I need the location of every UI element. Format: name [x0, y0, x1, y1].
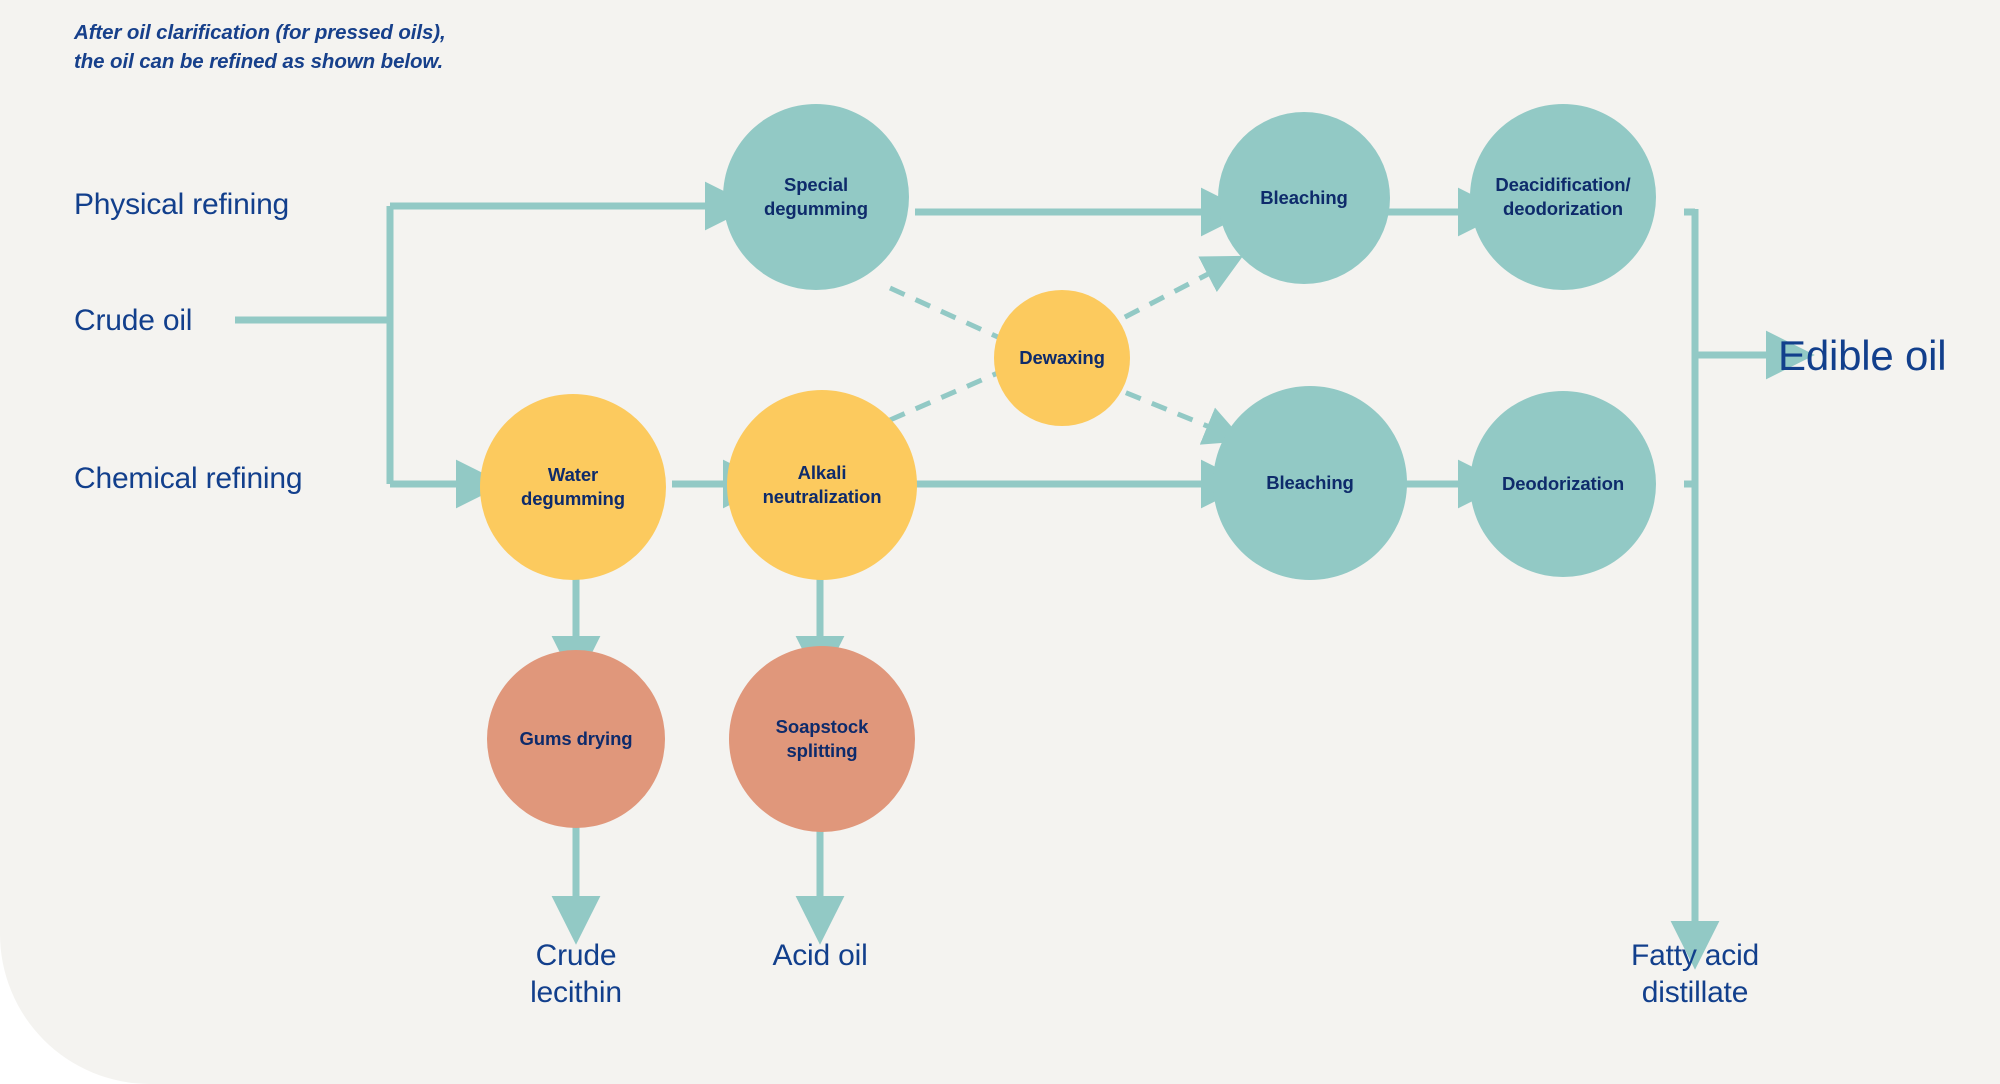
node-bleaching-bottom[interactable]: Bleaching	[1213, 386, 1407, 580]
node-dewaxing[interactable]: Dewaxing	[994, 290, 1130, 426]
output-edible-oil: Edible oil	[1778, 332, 1947, 379]
node-deacidification-deodorization[interactable]: Deacidification/ deodorization	[1470, 104, 1656, 290]
node-bleaching-bottom-label: Bleaching	[1266, 471, 1354, 493]
label-chemical-refining: Chemical refining	[74, 462, 303, 495]
node-bleaching-top-label: Bleaching	[1260, 186, 1348, 208]
node-deodorization[interactable]: Deodorization	[1470, 391, 1656, 577]
output-fatty-acid-distillate: Fatty acid distillate	[1630, 939, 1760, 1009]
node-dewaxing-label: Dewaxing	[1019, 346, 1105, 368]
label-crude-oil: Crude oil	[74, 304, 193, 337]
node-bleaching-top[interactable]: Bleaching	[1218, 112, 1390, 284]
caption-line-1: After oil clarification (for pressed oil…	[74, 21, 446, 44]
node-special-degumming-label: Special degumming	[764, 173, 868, 219]
node-special-degumming[interactable]: Special degumming	[723, 104, 909, 290]
node-alkali-neutralization-label: Alkali neutralization	[762, 461, 882, 507]
node-gums-drying-label: Gums drying	[519, 727, 633, 749]
node-soapstock-splitting[interactable]: Soapstock splitting	[729, 646, 915, 832]
node-alkali-neutralization[interactable]: Alkali neutralization	[727, 390, 917, 580]
output-crude-lecithin: Crude lecithin	[530, 939, 622, 1009]
node-gums-drying[interactable]: Gums drying	[487, 650, 665, 828]
node-deodorization-label: Deodorization	[1501, 472, 1625, 494]
node-water-degumming-label: Water degumming	[521, 463, 625, 509]
caption: After oil clarification (for pressed oil…	[74, 18, 634, 76]
output-acid-oil: Acid oil	[772, 939, 868, 972]
node-deacidification-deodorization-label: Deacidification/ deodorization	[1495, 173, 1631, 219]
node-water-degumming[interactable]: Water degumming	[480, 394, 666, 580]
node-soapstock-splitting-label: Soapstock splitting	[775, 715, 869, 761]
caption-line-2: the oil can be refined as shown below.	[74, 50, 444, 74]
label-physical-refining: Physical refining	[74, 188, 290, 221]
